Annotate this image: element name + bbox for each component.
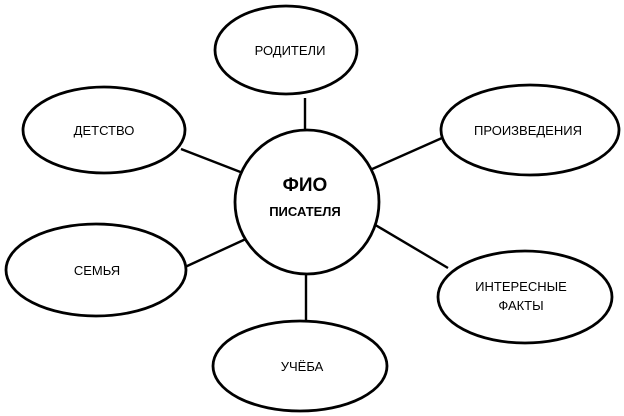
node-study: УЧЁБА [211,319,389,413]
node-family: СЕМЬЯ [4,222,188,318]
node-works-label: ПРОИЗВЕДЕНИЯ [474,123,582,138]
connector-family [184,236,249,269]
center-title: ФИО [283,175,328,196]
node-parents-label: РОДИТЕЛИ [255,43,326,58]
node-facts-label-line1: ИНТЕРЕСНЫЕ [475,279,567,294]
node-family-label: СЕМЬЯ [74,263,120,278]
node-works: ПРОИЗВЕДЕНИЯ [439,83,621,177]
node-childhood: ДЕТСТВО [21,85,187,175]
node-facts-label-line2: ФАКТЫ [498,298,543,313]
node-center: ФИО ПИСАТЕЛЯ [233,128,381,276]
connector-facts [371,221,449,270]
node-study-label: УЧЁБА [281,359,324,374]
node-parents: РОДИТЕЛИ [213,4,359,96]
center-subtitle: ПИСАТЕЛЯ [269,204,341,219]
connector-works [369,136,443,172]
connector-childhood [180,147,244,175]
node-facts: ИНТЕРЕСНЫЕ ФАКТЫ [436,249,614,345]
node-childhood-label: ДЕТСТВО [74,123,135,138]
